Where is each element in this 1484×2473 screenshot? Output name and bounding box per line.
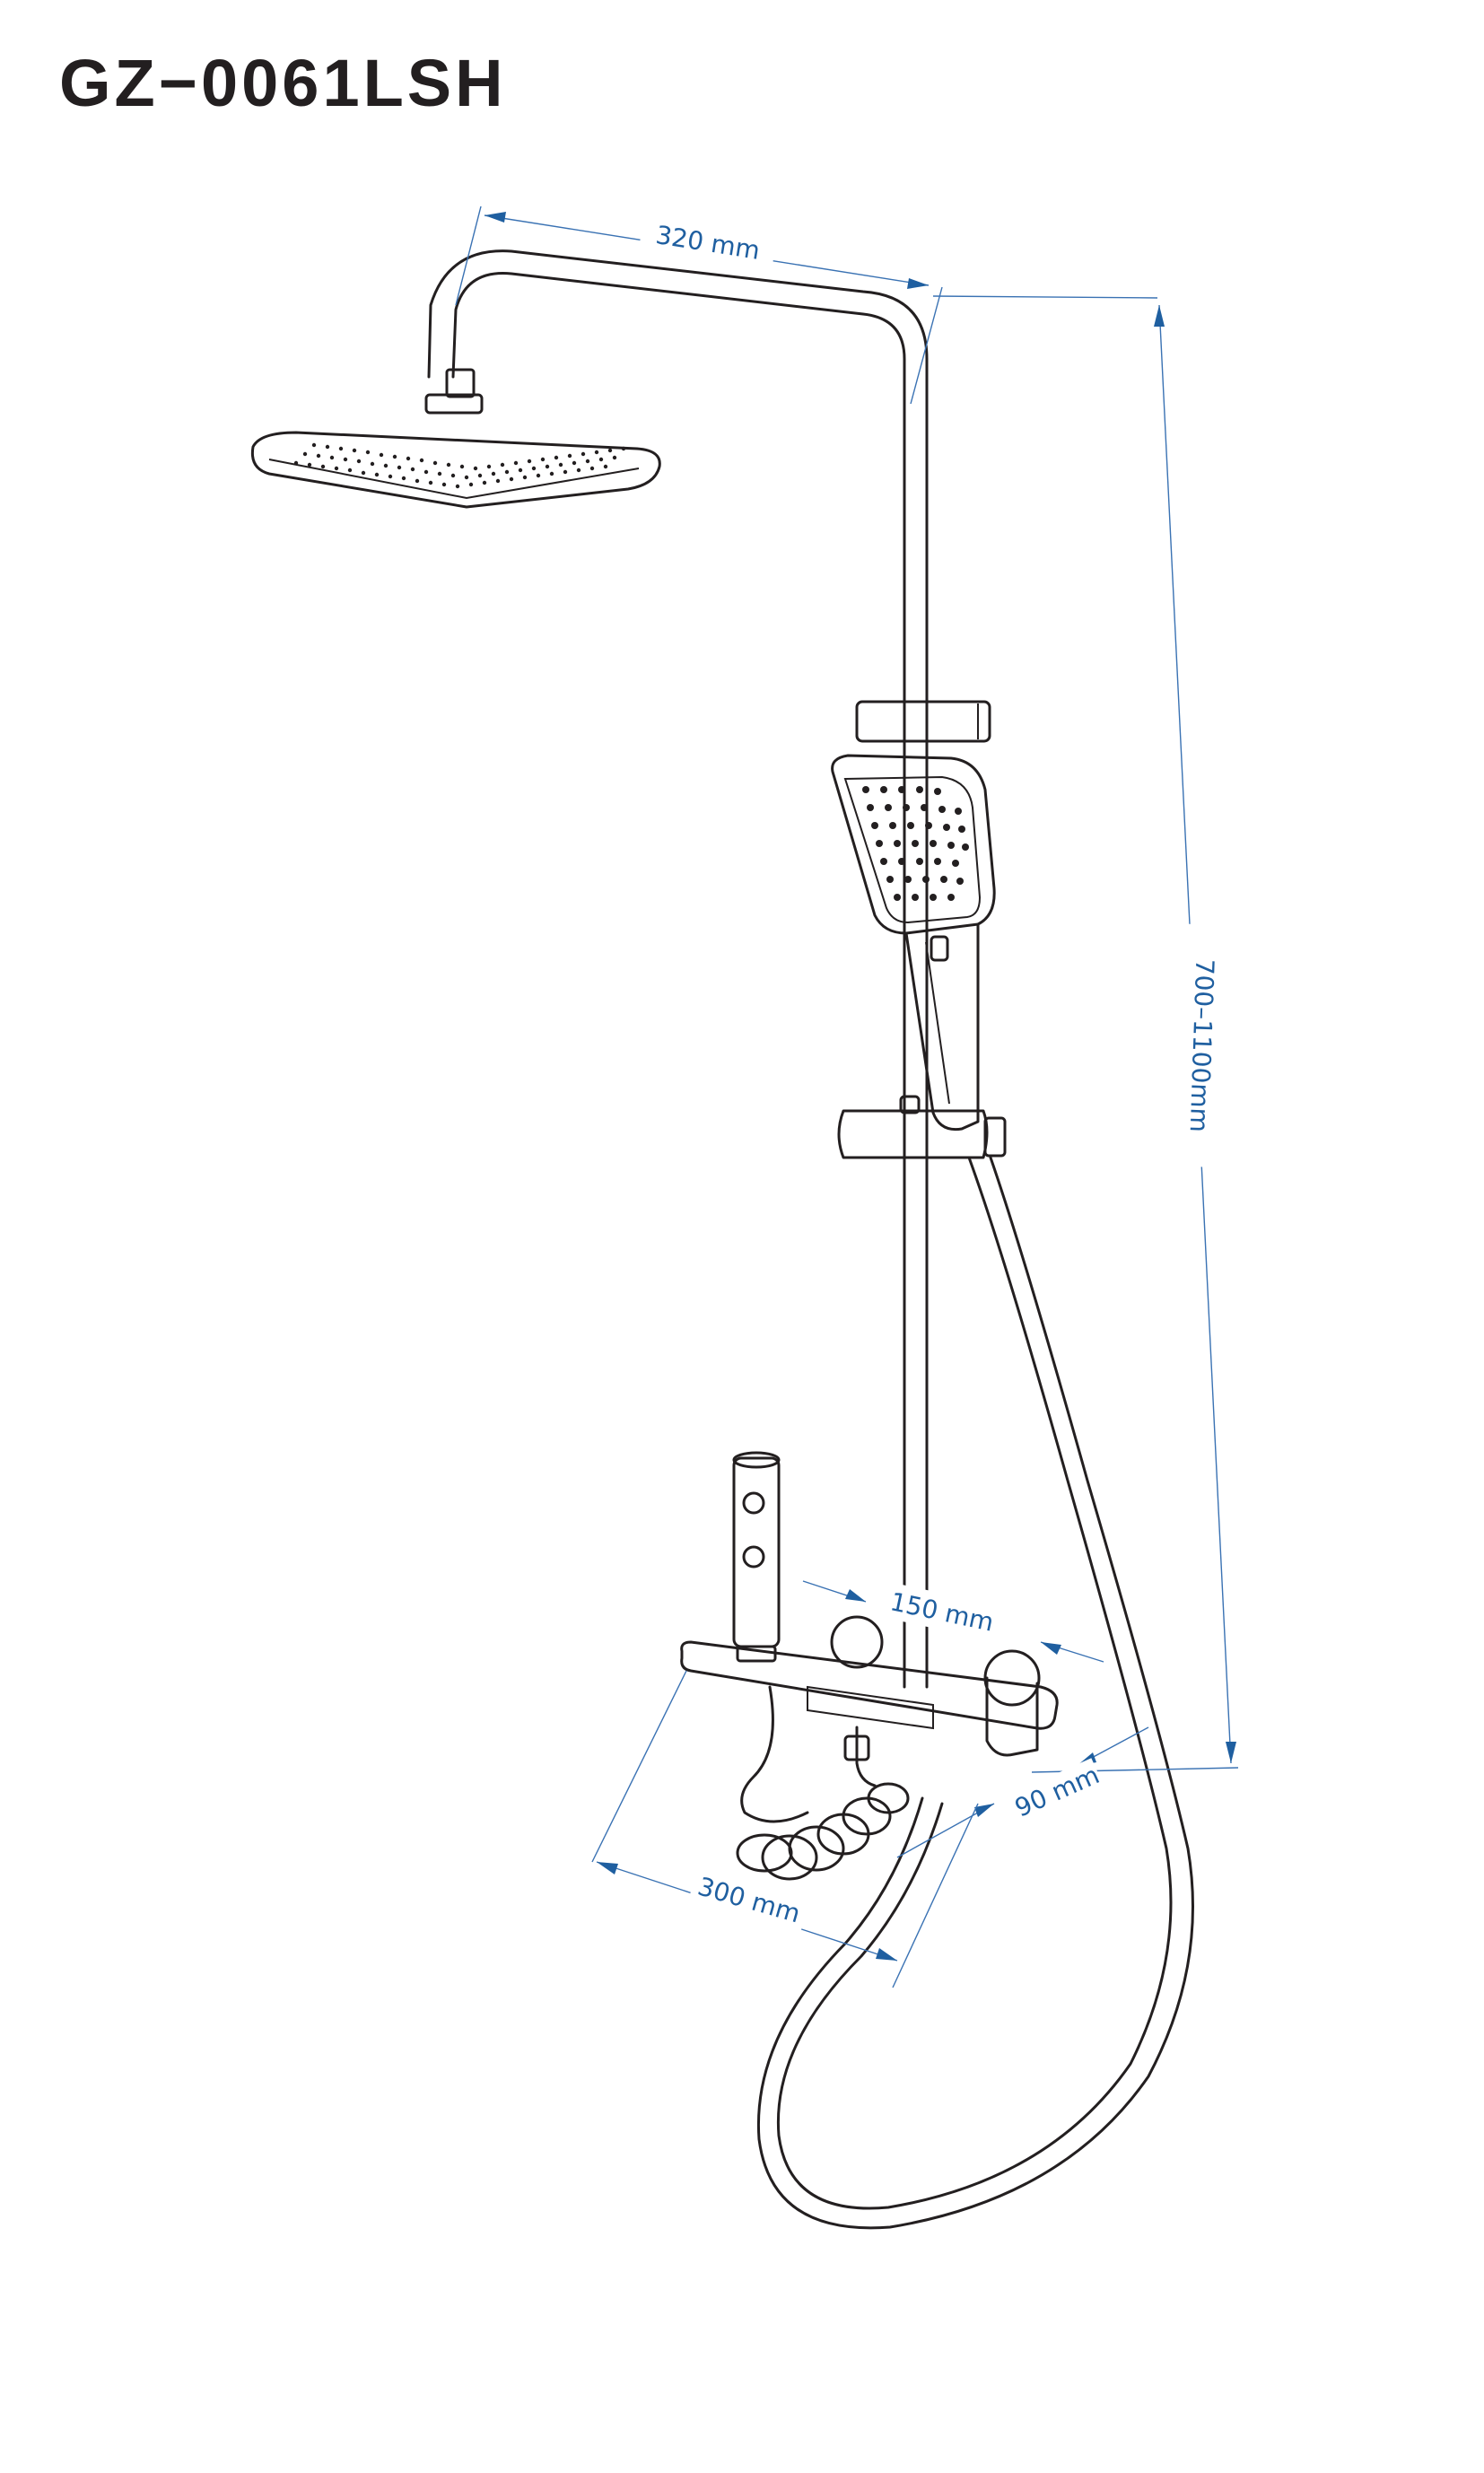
model-title: GZ−0061LSH [59,46,507,120]
overhead-shower-head [250,368,661,509]
dim-label-shelf-depth: 90 mm [1010,1760,1104,1822]
dim-height-range: 700–1100mm [932,295,1239,1773]
overhead-nozzle-pattern [293,442,626,489]
upper-holder [855,700,991,743]
lower-holder [837,1095,1007,1159]
dim-shelf-depth: 90 mm [896,1726,1149,1858]
storage-shelf [680,1640,1059,1730]
hand-shower [831,754,996,1132]
dim-mixer-spacing: 150 mm [802,1580,1104,1663]
dim-arm-length: 320 mm [455,205,943,405]
hand-shower-nozzle-pattern [862,786,969,901]
shower-hose [756,1156,1194,2230]
mixer-body [830,1615,1041,1757]
shower-arm [427,249,929,702]
spray-gun-hose [736,1685,910,1881]
slide-rail [903,698,929,1689]
dim-label-height-range: 700–1100mm [1184,958,1220,1132]
dim-shelf-width: 300 mm [591,1670,979,1988]
hand-shower-valve [732,1451,781,1663]
